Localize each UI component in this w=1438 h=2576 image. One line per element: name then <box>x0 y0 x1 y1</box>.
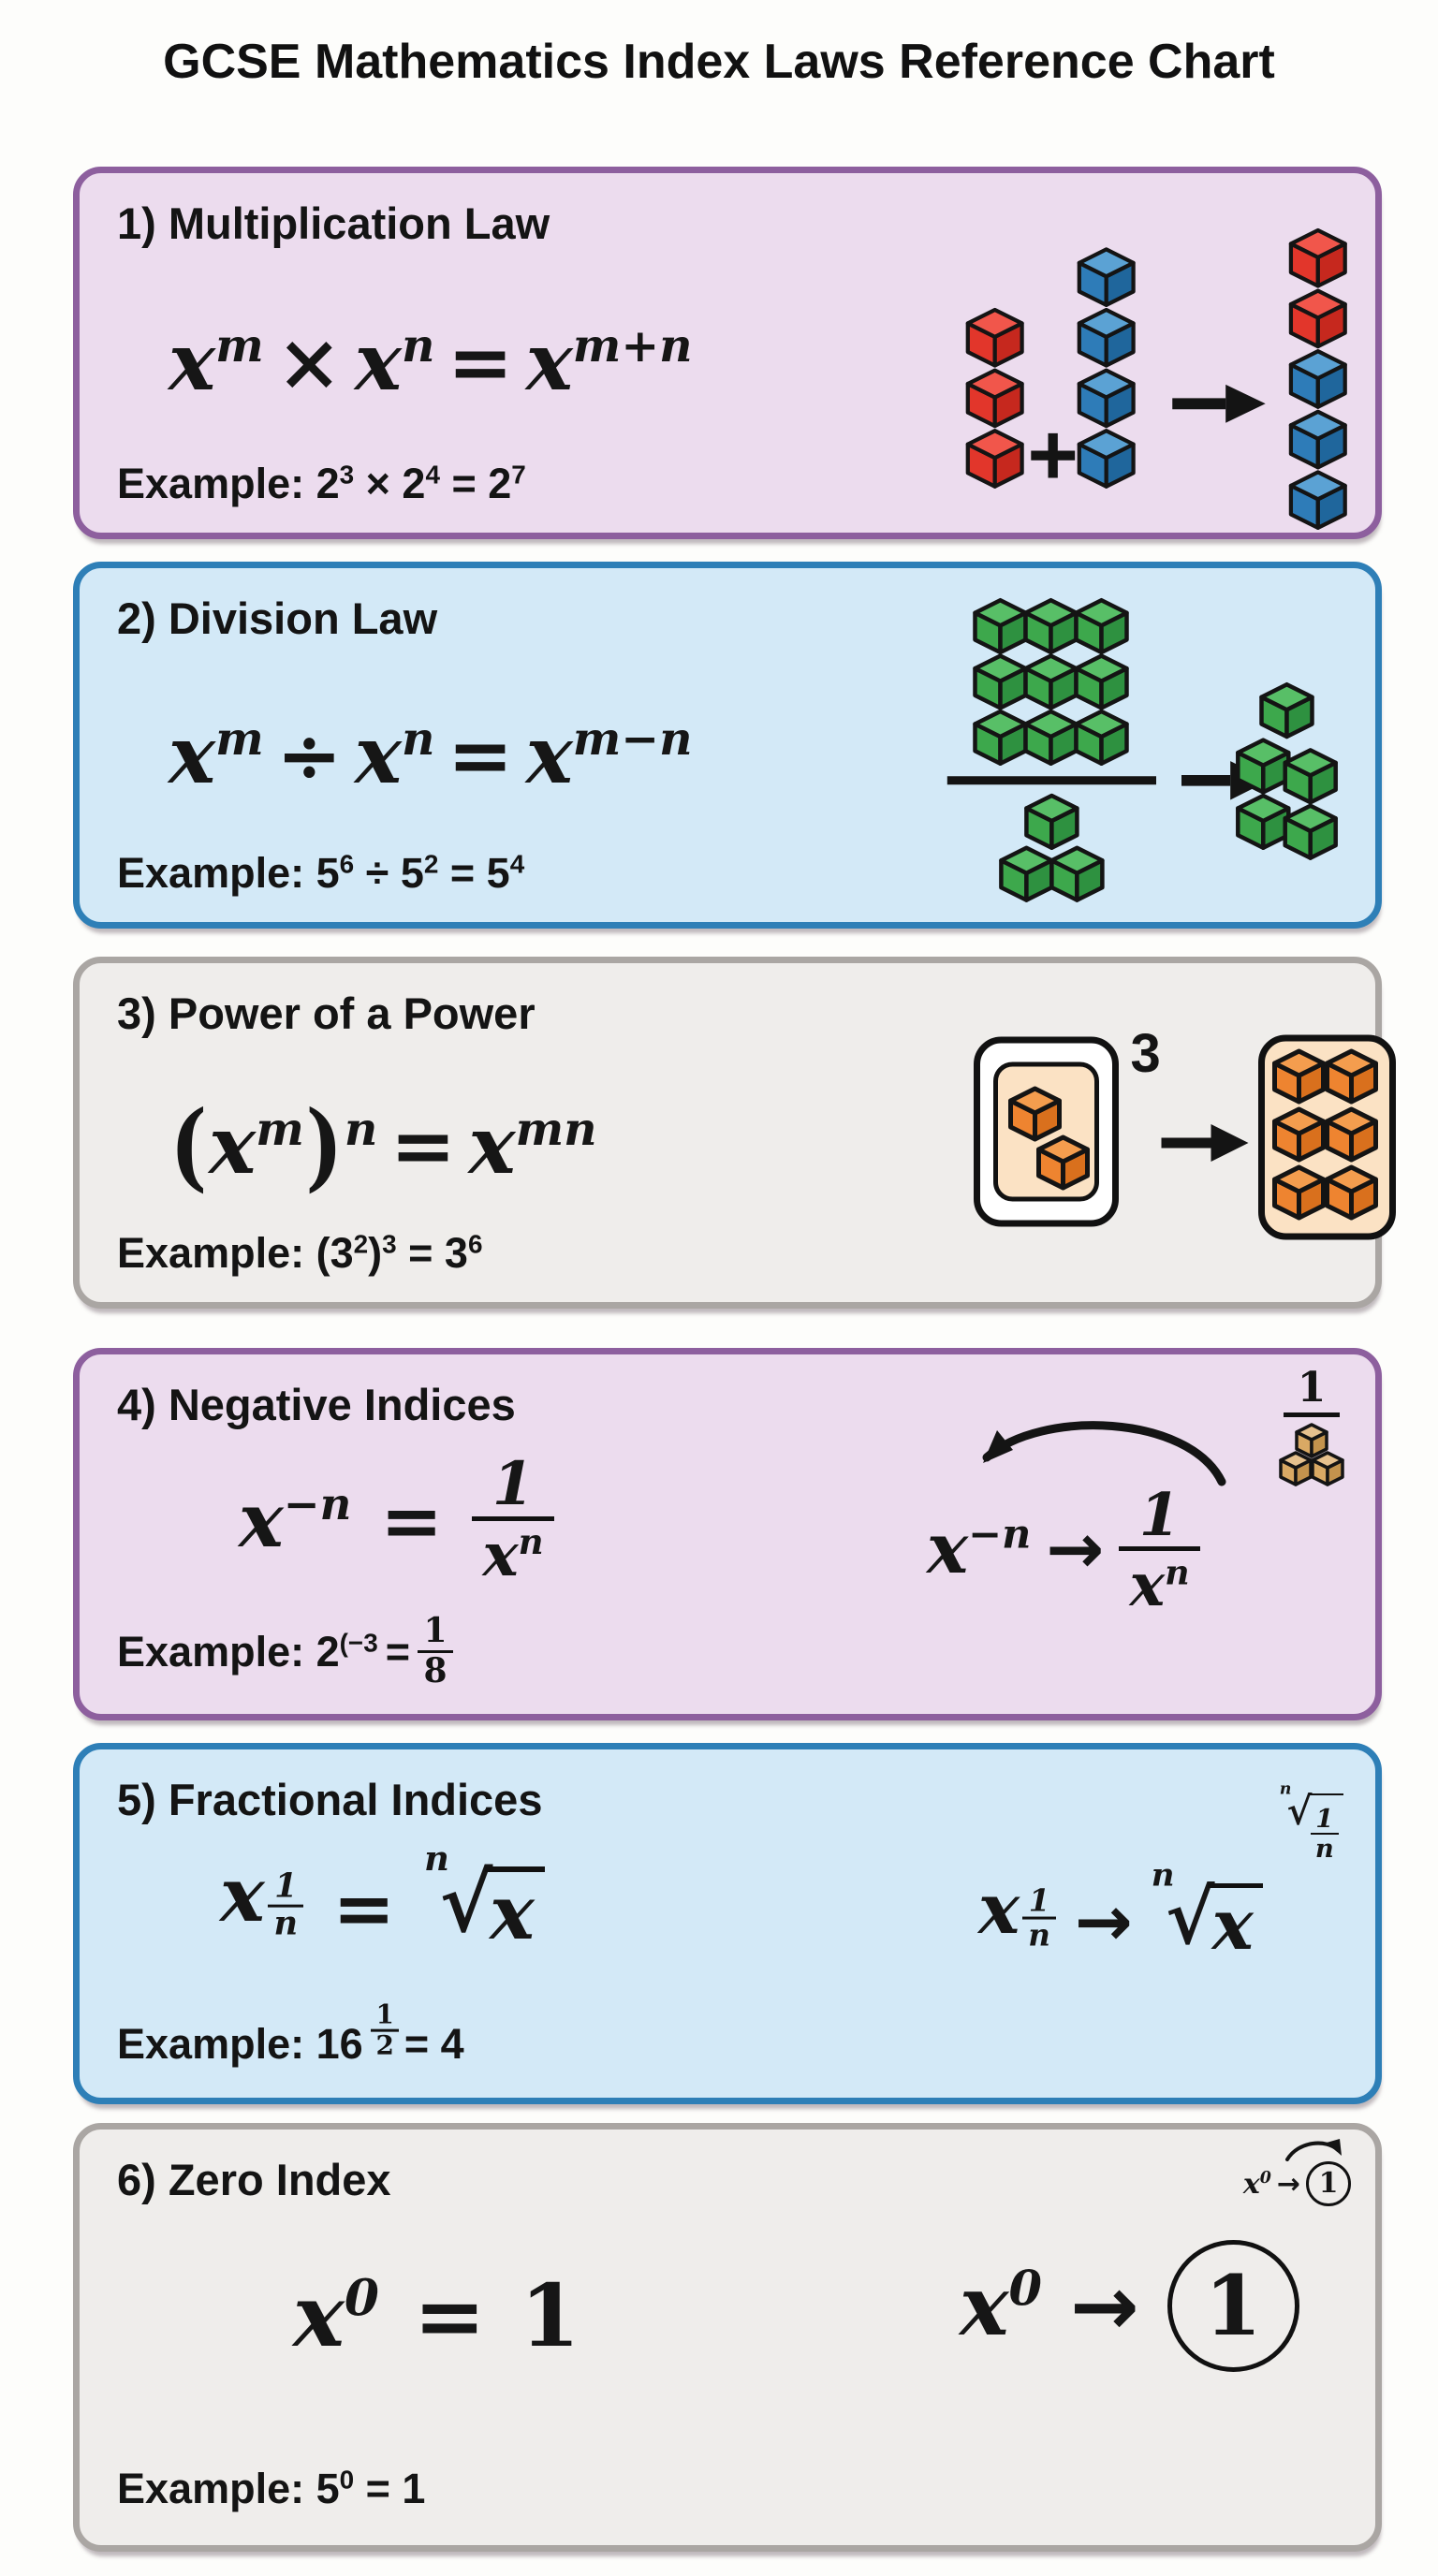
circled-one: 1 <box>1167 2240 1299 2372</box>
base: x <box>354 315 403 408</box>
curved-arrow-icon <box>982 1421 1226 1486</box>
equals-sign: = <box>389 1099 457 1192</box>
equals-sign: = <box>332 1864 396 1953</box>
zero-index-formula: x0 = 1 <box>293 2265 580 2366</box>
equals-sign: = <box>413 2265 486 2366</box>
equals-sign: = <box>447 315 514 408</box>
panel-3-heading: 3) Power of a Power <box>117 988 536 1038</box>
power-of-power-formula: (xm)n=xmn <box>169 1089 597 1202</box>
zero-index-mini-icon: x0 → 1 <box>1243 2139 1351 2206</box>
zero-index-mapping: x0 → 1 <box>960 2240 1299 2372</box>
small-circled-one: 1 <box>1306 2161 1351 2206</box>
nth-root: n√x <box>1152 1859 1264 1960</box>
multiplication-formula: xm×xn=xm+n <box>169 315 693 408</box>
panel-1-heading: 1) Multiplication Law <box>117 198 550 248</box>
panel-2-heading: 2) Division Law <box>117 593 438 643</box>
panel-4-heading: 4) Negative Indices <box>117 1380 516 1429</box>
plus-sign: + <box>1027 405 1078 504</box>
exponent: m+n <box>572 318 693 373</box>
power-of-power-cubes-illustration: 3 <box>974 1023 1396 1240</box>
reciprocal-fraction: 1 xn <box>471 1453 555 1587</box>
fraction-bar <box>1284 1412 1340 1417</box>
negative-indices-formula: x−n = 1 xn <box>239 1453 555 1587</box>
division-cubes-illustration <box>946 597 1338 902</box>
panel-division-law: 2) Division Law xm÷xn=xm−n Example: 56 ÷… <box>73 562 1382 929</box>
panel-zero-index: 6) Zero Index x0 = 1 Example: 50 = 1 x0 … <box>73 2123 1382 2552</box>
equals-sign: = <box>380 1475 444 1564</box>
multiplication-example: Example: 23 × 24 = 27 <box>117 460 526 507</box>
panel-5-heading: 5) Fractional Indices <box>117 1775 543 1824</box>
base: x <box>169 315 216 408</box>
equals-sign: = <box>447 709 514 801</box>
arrow-head <box>1211 1124 1249 1162</box>
division-formula: xm÷xn=xm−n <box>169 709 693 801</box>
nth-root: n√x <box>424 1840 546 1950</box>
page-title: GCSE Mathematics Index Laws Reference Ch… <box>163 35 1275 89</box>
times-operator: × <box>276 315 343 408</box>
multiplication-cubes-illustration: + <box>965 227 1347 531</box>
arrow-head <box>1225 384 1266 423</box>
corner-numerator: 1 <box>1297 1364 1327 1412</box>
exponent: m <box>215 318 264 373</box>
division-example: Example: 56 ÷ 52 = 54 <box>117 849 525 897</box>
base: x <box>525 315 573 408</box>
divide-operator: ÷ <box>276 709 343 801</box>
cube-exponent: 3 <box>1131 1023 1161 1084</box>
arrow-icon: → <box>1276 2167 1300 2201</box>
power-of-power-example: Example: (32)3 = 36 <box>117 1229 483 1277</box>
panel-negative-indices: 4) Negative Indices x−n = 1 xn Example: … <box>73 1348 1382 1720</box>
small-curved-arrow-icon <box>1285 2139 1342 2161</box>
tan-cubes-icon <box>1279 1423 1344 1486</box>
exponent: n <box>402 318 435 373</box>
panel-multiplication-law: 1) Multiplication Law xm×xn=xm+n Example… <box>73 167 1382 539</box>
arrow-icon: → <box>1046 1509 1105 1590</box>
panel-6-heading: 6) Zero Index <box>117 2155 391 2204</box>
arrow-icon: → <box>1069 2257 1139 2354</box>
zero-index-example: Example: 50 = 1 <box>117 2465 426 2512</box>
one-over-cubes-icon: 1 <box>1276 1368 1347 1490</box>
panel-power-of-a-power: 3) Power of a Power (xm)n=xmn Example: (… <box>73 957 1396 1309</box>
arrow-icon: → <box>1074 1881 1133 1962</box>
